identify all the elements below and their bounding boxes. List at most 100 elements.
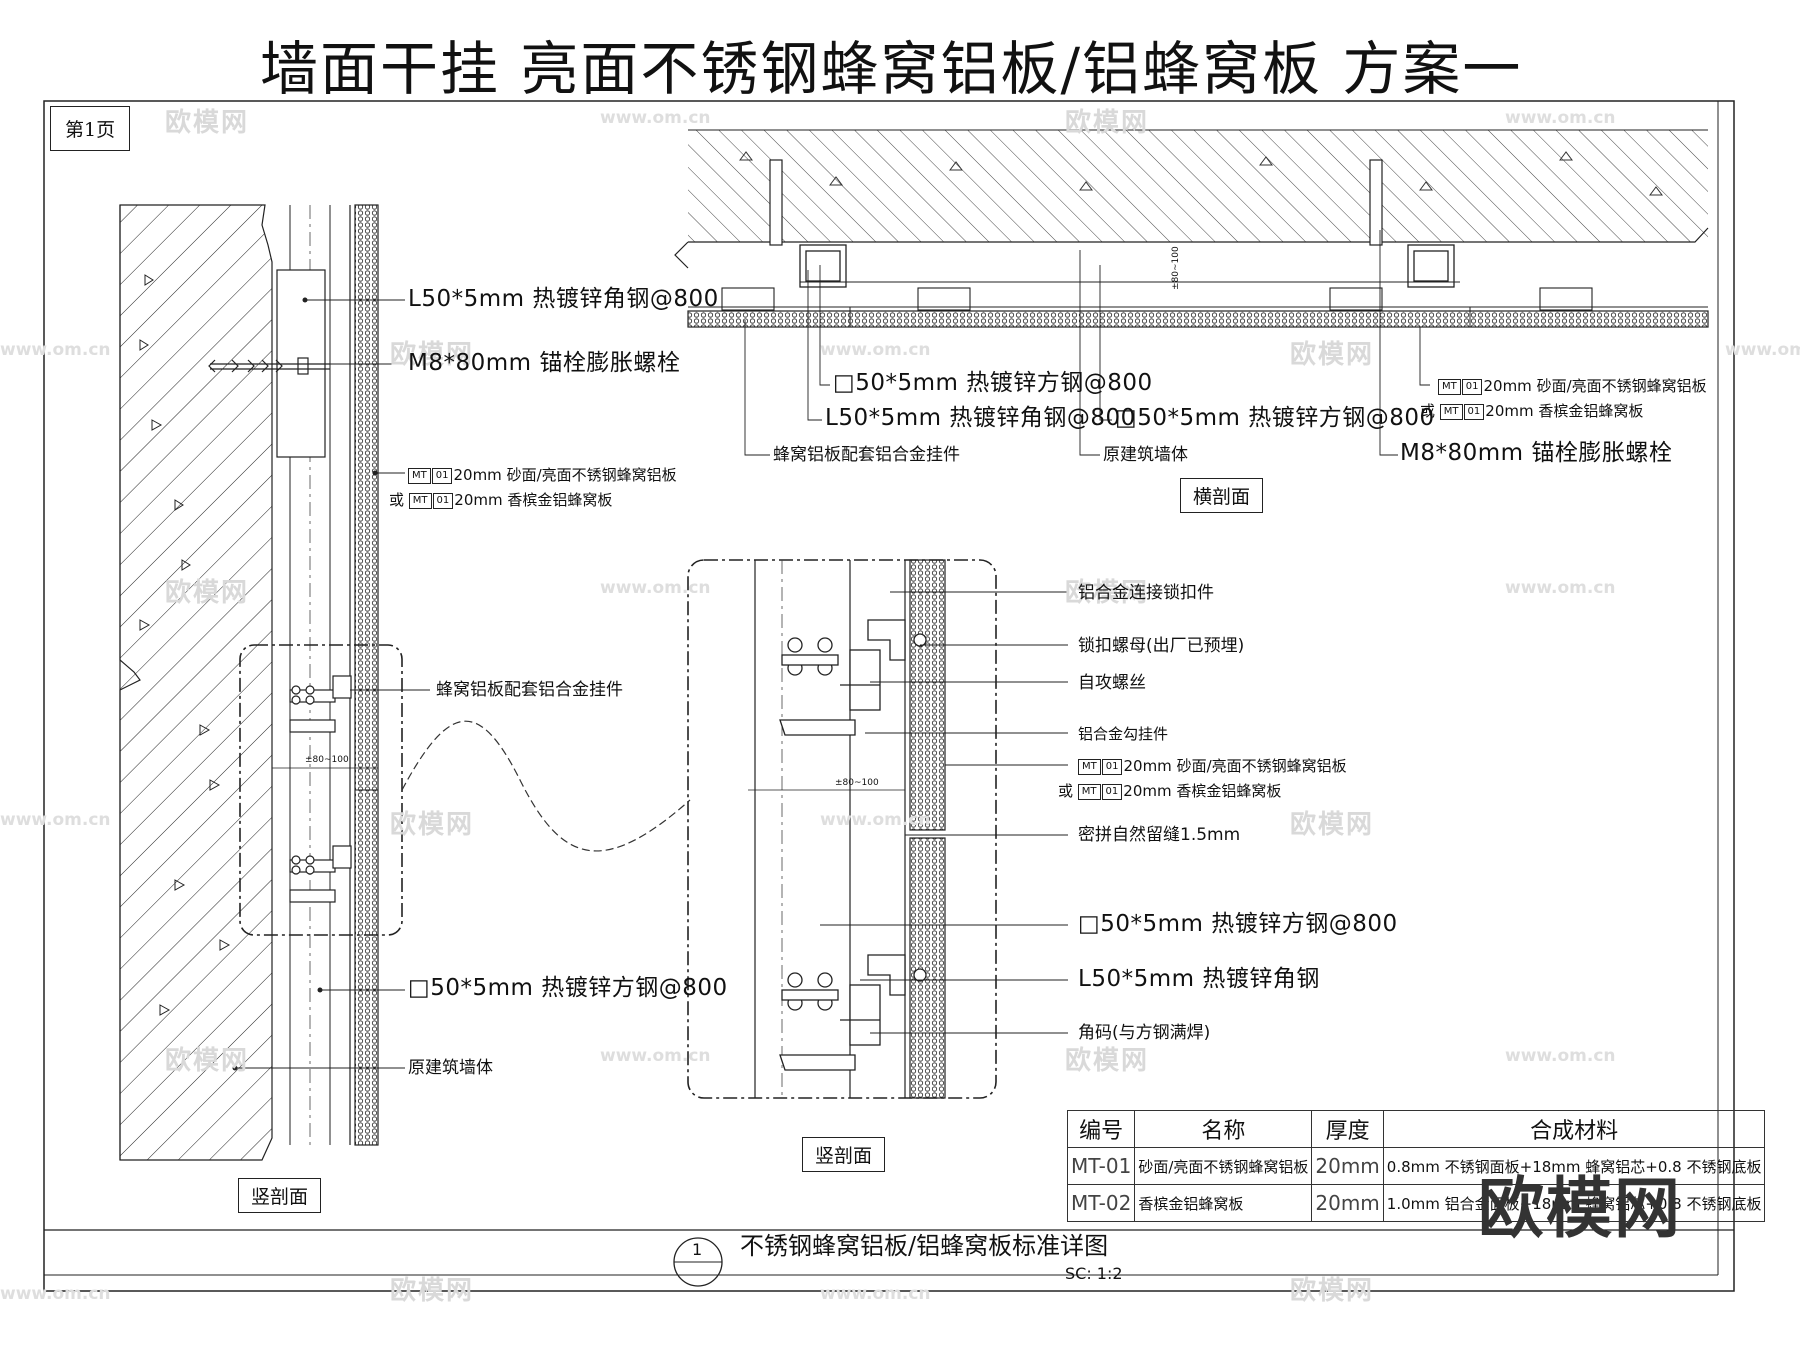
- label-top-square-tube-2: □50*5mm 热镀锌方钢@800: [1115, 405, 1435, 431]
- material-tag-num: 01: [432, 492, 454, 509]
- watermark-url: www.om.cn: [1505, 1046, 1616, 1066]
- table-header: 名称: [1134, 1110, 1313, 1148]
- table-cell: 1.0mm 铝合金面板+18mm 蜂窝铝芯+0.8 不锈钢底板: [1382, 1184, 1766, 1222]
- label-top-dim: ±80~100: [1171, 246, 1181, 290]
- top-section-drawing: [674, 129, 1709, 456]
- table-cell: 砂面/亮面不锈钢蜂窝铝板: [1134, 1147, 1313, 1185]
- label-bracket: 角码(与方钢满焊): [1078, 1023, 1211, 1043]
- watermark-logo: 欧模网: [1290, 340, 1375, 370]
- material-tag-num: 01: [1463, 403, 1485, 420]
- watermark-url: www.om.cn: [1505, 108, 1616, 128]
- label-joint: 密拼自然留缝1.5mm: [1078, 825, 1241, 845]
- watermark-logo: 欧模网: [390, 340, 475, 370]
- table-header: 编号: [1066, 1110, 1136, 1148]
- material-tag-code: MT: [1439, 403, 1463, 420]
- brand-logo: 欧模网: [1478, 1170, 1682, 1247]
- label-detail-panel-line1-text: 20mm 砂面/亮面不锈钢蜂窝铝板: [1123, 757, 1347, 775]
- material-tag-num: 01: [431, 467, 453, 484]
- watermark-url: www.om.cn: [600, 1046, 711, 1066]
- table-row: MT-01 砂面/亮面不锈钢蜂窝铝板 20mm 0.8mm 不锈钢面板+18mm…: [1066, 1147, 1766, 1185]
- material-tag-code: MT: [408, 492, 432, 509]
- watermark-logo: 欧模网: [1065, 108, 1150, 138]
- watermark-logo: 欧模网: [165, 578, 250, 608]
- watermark-url: www.om.cn: [600, 108, 711, 128]
- material-tag-num: 01: [1461, 378, 1483, 395]
- footer-number: 1: [692, 1240, 703, 1259]
- label-top-panel-line2-text: 20mm 香槟金铝蜂窝板: [1485, 402, 1644, 420]
- table-cell: 20mm: [1311, 1184, 1384, 1222]
- footer-scale: SC: 1:2: [1065, 1264, 1123, 1283]
- watermark-url: www.om.cn: [600, 578, 711, 598]
- label-panel-line1-text: 20mm 砂面/亮面不锈钢蜂窝铝板: [453, 466, 677, 484]
- watermark-url: www.om.cn: [0, 1284, 111, 1304]
- label-top-wall: 原建筑墙体: [1103, 445, 1188, 465]
- material-table: 编号 名称 厚度 合成材料 MT-01 砂面/亮面不锈钢蜂窝铝板 20mm 0.…: [1066, 1110, 1766, 1222]
- label-prefix: 或: [389, 491, 405, 509]
- watermark-url: www.om.cn: [820, 1284, 931, 1304]
- material-tag-code: MT: [1438, 378, 1461, 395]
- table-cell: MT-02: [1066, 1184, 1136, 1222]
- label-prefix: 或: [1420, 402, 1436, 420]
- watermark-logo: 欧模网: [1290, 1276, 1375, 1306]
- page-label: 第1页: [50, 106, 131, 151]
- table-cell: 20mm: [1311, 1147, 1384, 1185]
- label-detail-panel-line2-text: 20mm 香槟金铝蜂窝板: [1123, 782, 1282, 800]
- material-tag-code: MT: [408, 467, 431, 484]
- detail-section-drawing: [687, 559, 1068, 1099]
- watermark-url: www.om.cn: [820, 810, 931, 830]
- frame-outer: [43, 100, 1735, 1292]
- watermark-logo: 欧模网: [390, 810, 475, 840]
- label-prefix: 或: [1058, 782, 1074, 800]
- label-square-tube: □50*5mm 热镀锌方钢@800: [408, 975, 728, 1001]
- material-tag-code: MT: [1078, 758, 1101, 775]
- material-tag-num: 01: [1101, 783, 1123, 800]
- footer-title: 不锈钢蜂窝铝板/铝蜂窝板标准详图: [740, 1232, 1109, 1260]
- label-top-anchor: M8*80mm 锚栓膨胀螺栓: [1400, 440, 1673, 466]
- watermark-logo: 欧模网: [1065, 578, 1150, 608]
- watermark-logo: 欧模网: [1290, 810, 1375, 840]
- table-header: 合成材料: [1382, 1110, 1766, 1148]
- watermark-logo: 欧模网: [1065, 1046, 1150, 1076]
- label-detail-dim: ±80~100: [835, 778, 879, 788]
- watermark-url: www.om.cn: [0, 810, 111, 830]
- left-section-drawing: [119, 204, 691, 1161]
- label-top-panel-line1-text: 20mm 砂面/亮面不锈钢蜂窝铝板: [1483, 377, 1707, 395]
- watermark-url: www.om.cn: [1725, 340, 1800, 360]
- label-hook: 铝合金勾挂件: [1078, 725, 1169, 743]
- label-top-square-tube-1: □50*5mm 热镀锌方钢@800: [833, 370, 1153, 396]
- label-lock-clip: 铝合金连接锁扣件: [1078, 583, 1214, 603]
- watermark-url: www.om.cn: [1505, 578, 1616, 598]
- watermark-logo: 欧模网: [165, 1046, 250, 1076]
- label-dim: ±80~100: [305, 755, 349, 765]
- table-cell: 香槟金铝蜂窝板: [1134, 1184, 1313, 1222]
- table-cell: MT-01: [1066, 1147, 1136, 1185]
- table-header-row: 编号 名称 厚度 合成材料: [1066, 1110, 1766, 1148]
- label-self-tap: 自攻螺丝: [1078, 673, 1146, 693]
- label-wall: 原建筑墙体: [408, 1058, 493, 1078]
- label-detail-square-tube: □50*5mm 热镀锌方钢@800: [1078, 911, 1398, 937]
- top-panel: [687, 310, 1709, 328]
- table-header: 厚度: [1311, 1110, 1384, 1148]
- label-panel-line2-text: 20mm 香槟金铝蜂窝板: [454, 491, 613, 509]
- label-top-hanger: 蜂窝铝板配套铝合金挂件: [773, 445, 960, 465]
- watermark-logo: 欧模网: [165, 108, 250, 138]
- label-anchor-bolt: M8*80mm 锚栓膨胀螺栓: [408, 350, 681, 376]
- table-row: MT-02 香槟金铝蜂窝板 20mm 1.0mm 铝合金面板+18mm 蜂窝铝芯…: [1066, 1184, 1766, 1222]
- watermark-logo: 欧模网: [390, 1276, 475, 1306]
- material-tag-code: MT: [1077, 783, 1101, 800]
- watermark-url: www.om.cn: [0, 340, 111, 360]
- page-title: 墙面干挂 亮面不锈钢蜂窝铝板/铝蜂窝板 方案一: [260, 35, 1523, 103]
- label-top-angle-steel: L50*5mm 热镀锌角钢@800: [825, 405, 1136, 431]
- table-cell: 0.8mm 不锈钢面板+18mm 蜂窝铝芯+0.8 不锈钢底板: [1382, 1147, 1766, 1185]
- caption-detail-section: 竖剖面: [802, 1137, 886, 1172]
- left-panel: [354, 204, 379, 1146]
- wall-hatch: [119, 204, 273, 1161]
- label-angle-steel: L50*5mm 热镀锌角钢@800: [408, 286, 719, 312]
